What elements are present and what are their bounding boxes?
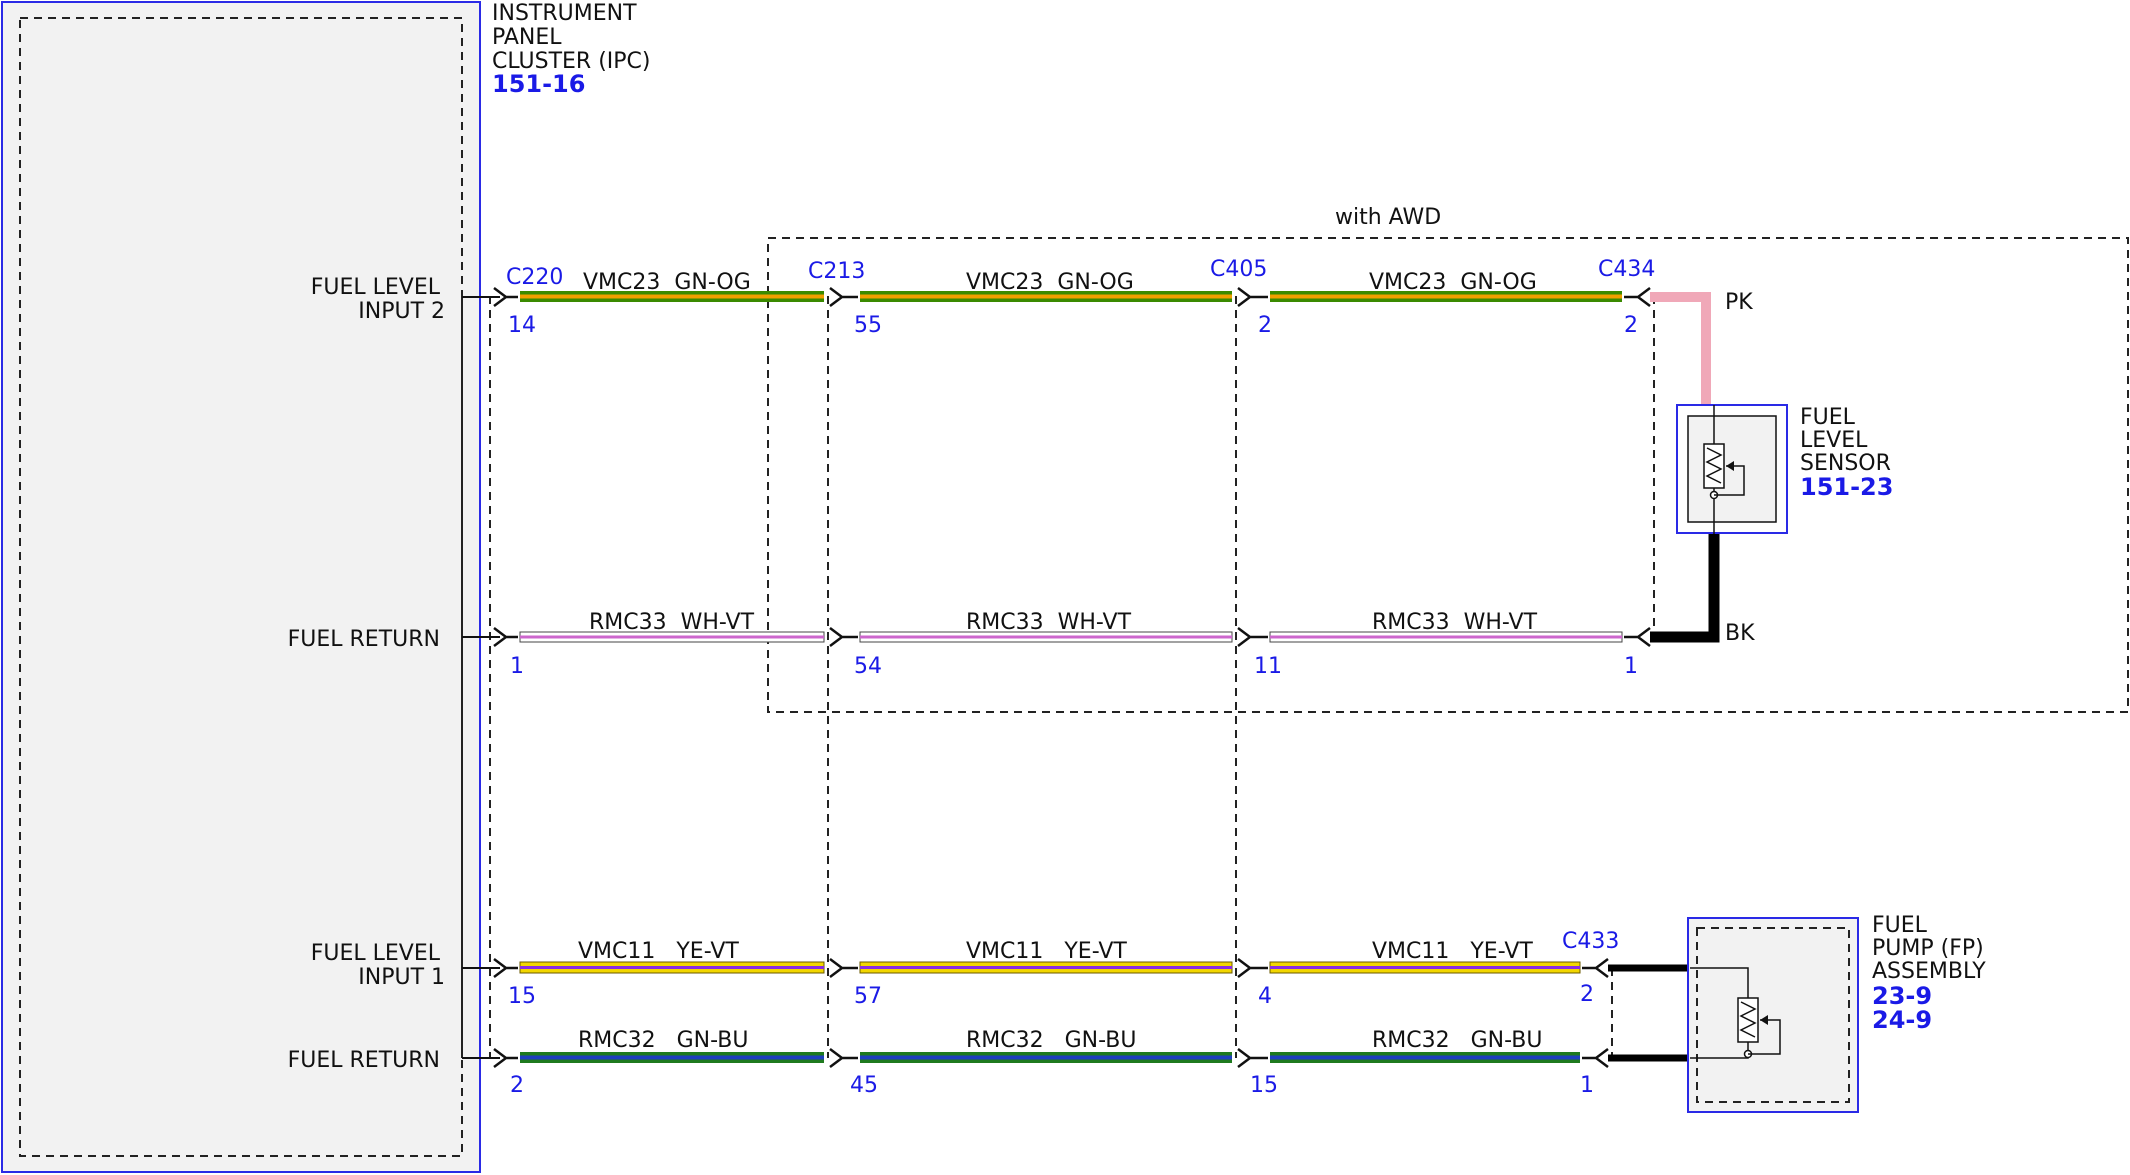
circuit-vmc23-label-3: VMC23 GN-OG	[1369, 270, 1537, 295]
circuit-vmc11-label-1: VMC11 YE-VT	[578, 939, 739, 964]
ipc-ref: 151-16	[492, 70, 585, 98]
wire-pk-label: PK	[1725, 290, 1753, 315]
pin-c213-54: 54	[854, 654, 882, 679]
pin-c434-1: 1	[1624, 654, 1638, 679]
pin-c213-55: 55	[854, 313, 882, 338]
signal-fuel-return-2: FUEL RETURN	[288, 627, 440, 652]
circuit-rmc33-label-3: RMC33 WH-VT	[1372, 610, 1538, 635]
circuit-rmc32-label-2: RMC32 GN-BU	[966, 1028, 1136, 1053]
signal-fuel-level-input-1-line-2: INPUT 1	[358, 965, 445, 990]
connector-c434: C434	[1598, 257, 1655, 282]
circuit-rmc32-label-3: RMC32 GN-BU	[1372, 1028, 1542, 1053]
circuit-vmc23-label-1: VMC23 GN-OG	[583, 270, 751, 295]
sensor-name-line-2: LEVEL	[1800, 428, 1868, 453]
pin-c405-4: 4	[1258, 984, 1272, 1009]
ipc-name-line-3: CLUSTER (IPC)	[492, 49, 651, 74]
signal-fuel-level-input-2-line-2: INPUT 2	[358, 299, 445, 324]
circuit-rmc33-label-1: RMC33 WH-VT	[589, 610, 755, 635]
ipc-name-line-1: INSTRUMENT	[492, 1, 637, 26]
connector-c220: C220	[506, 265, 563, 290]
pump-name-line-2: PUMP (FP)	[1872, 936, 1984, 961]
signal-fuel-level-input-1-line-1: FUEL LEVEL	[311, 941, 441, 966]
pin-c405-15: 15	[1250, 1073, 1278, 1098]
circuit-vmc23-label-2: VMC23 GN-OG	[966, 270, 1134, 295]
sensor-name-line-3: SENSOR	[1800, 451, 1891, 476]
pin-c433-1: 1	[1580, 1073, 1594, 1098]
circuit-vmc11-label-3: VMC11 YE-VT	[1372, 939, 1533, 964]
pump-ref-1: 23-9	[1872, 982, 1932, 1010]
fuel-pump-assembly: FUEL PUMP (FP) ASSEMBLY 23-9 24-9	[1687, 913, 1986, 1113]
pin-c434-2: 2	[1624, 313, 1638, 338]
pin-c220-15: 15	[508, 984, 536, 1009]
circuit-vmc11-label-2: VMC11 YE-VT	[966, 939, 1127, 964]
pin-c213-57: 57	[854, 984, 882, 1009]
connector-c213: C213	[808, 259, 865, 284]
ipc-name-line-2: PANEL	[492, 25, 562, 50]
pin-c220-1: 1	[510, 654, 524, 679]
pump-name-line-3: ASSEMBLY	[1872, 959, 1986, 984]
pin-c405-11: 11	[1254, 654, 1282, 679]
awd-label: with AWD	[1335, 205, 1441, 230]
pin-c213-45: 45	[850, 1073, 878, 1098]
signal-fuel-level-input-2-line-1: FUEL LEVEL	[311, 275, 441, 300]
pin-c220-14: 14	[508, 313, 536, 338]
pump-ref-2: 24-9	[1872, 1006, 1932, 1034]
fuel-level-sensor: PK BK FUEL LEVEL SENSOR 151-23	[1676, 290, 1893, 646]
circuit-rmc32: RMC32 GN-BU RMC32 GN-BU RMC32 GN-BU 2 45…	[462, 1028, 1690, 1098]
connector-c433: C433	[1562, 929, 1619, 954]
circuit-rmc32-label-1: RMC32 GN-BU	[578, 1028, 748, 1053]
circuit-rmc33: RMC33 WH-VT RMC33 WH-VT RMC33 WH-VT 1 54…	[462, 534, 1720, 679]
connector-c405: C405	[1210, 257, 1267, 282]
sensor-ref: 151-23	[1800, 473, 1893, 501]
sensor-name-line-1: FUEL	[1800, 405, 1856, 430]
ipc-component: INSTRUMENT PANEL CLUSTER (IPC) 151-16	[1, 1, 651, 1173]
pin-c433-2: 2	[1580, 982, 1594, 1007]
connector-dashed-lines	[461, 296, 1655, 1058]
signal-fuel-return-1: FUEL RETURN	[288, 1048, 440, 1073]
pump-name-line-1: FUEL	[1872, 913, 1928, 938]
wire-bk-label: BK	[1725, 621, 1755, 646]
circuit-vmc23: VMC23 GN-OG VMC23 GN-OG VMC23 GN-OG 14 5…	[462, 270, 1711, 405]
circuit-vmc11: VMC11 YE-VT VMC11 YE-VT VMC11 YE-VT 15 5…	[462, 939, 1690, 1009]
pin-c220-2: 2	[510, 1073, 524, 1098]
pin-c405-2: 2	[1258, 313, 1272, 338]
circuit-rmc33-label-2: RMC33 WH-VT	[966, 610, 1132, 635]
awd-region	[767, 237, 2129, 713]
